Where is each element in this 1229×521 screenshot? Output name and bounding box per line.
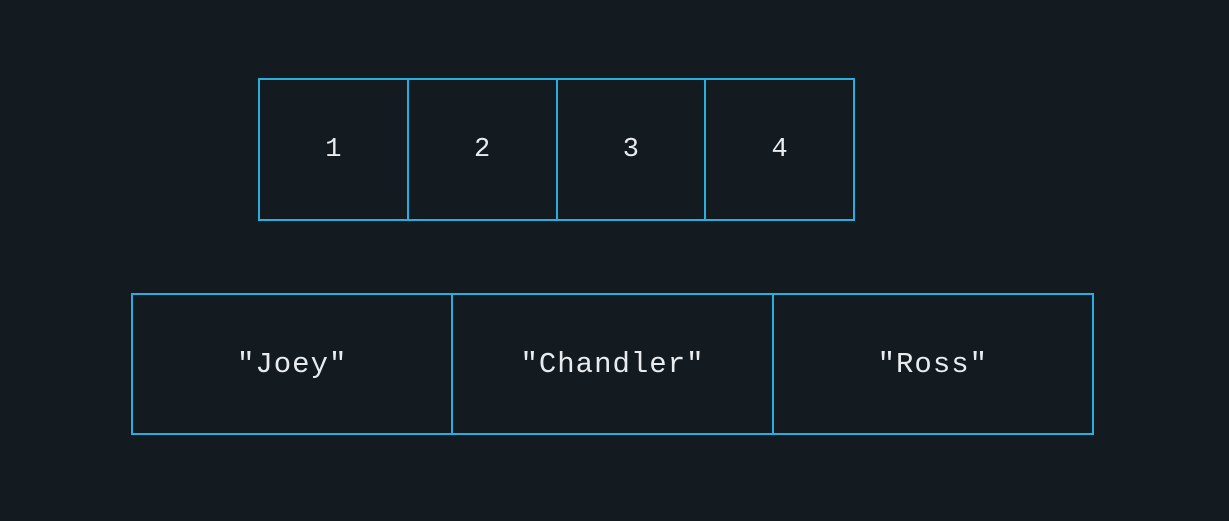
numbers-array-cell: 3 bbox=[555, 80, 705, 219]
numbers-array: 1 2 3 4 bbox=[258, 78, 855, 221]
numbers-array-cell: 1 bbox=[325, 134, 342, 165]
numbers-array-cell: 2 bbox=[406, 80, 556, 219]
numbers-array-cell: 4 bbox=[704, 80, 853, 219]
strings-array-cell: "Ross" bbox=[771, 295, 1092, 433]
strings-array-cell: "Joey" bbox=[236, 347, 348, 381]
strings-array-cell: "Chandler" bbox=[451, 295, 771, 433]
strings-array: "Joey" "Chandler" "Ross" bbox=[131, 293, 1094, 435]
